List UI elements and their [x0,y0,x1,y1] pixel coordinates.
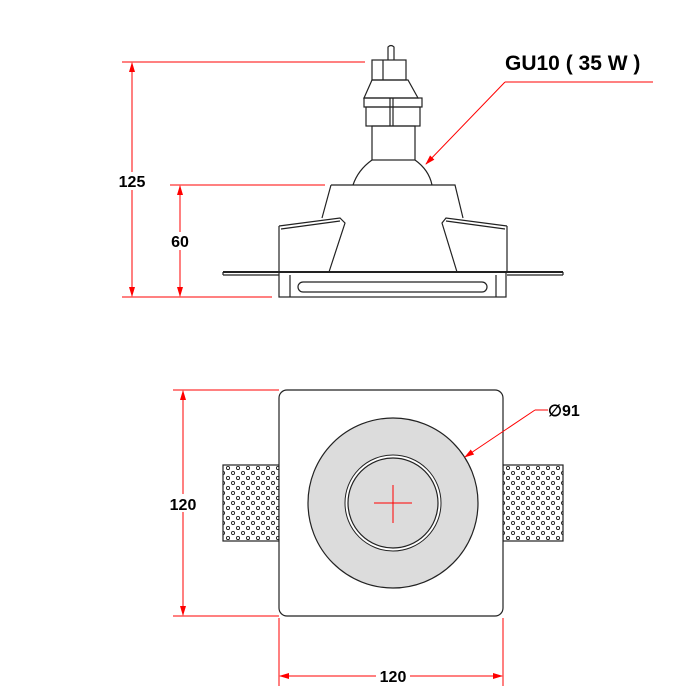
fixture-side-view [222,44,564,298]
top-width-label: 120 [380,669,407,686]
height-body-label: 60 [171,234,189,251]
diameter-label: ∅91 [548,403,580,420]
plaster-tab-right [502,464,564,542]
lamp-callout: GU10 ( 35 W ) [425,52,653,165]
plaster-tab-left [222,464,280,542]
lamp-type-label: GU10 ( 35 W ) [505,52,640,75]
top-dimensions: 120 120 ∅91 [168,389,580,686]
side-dimensions: 125 60 [116,61,365,298]
top-height-label: 120 [170,497,197,514]
height-total-label: 125 [119,174,146,191]
fixture-top-view [222,389,564,617]
